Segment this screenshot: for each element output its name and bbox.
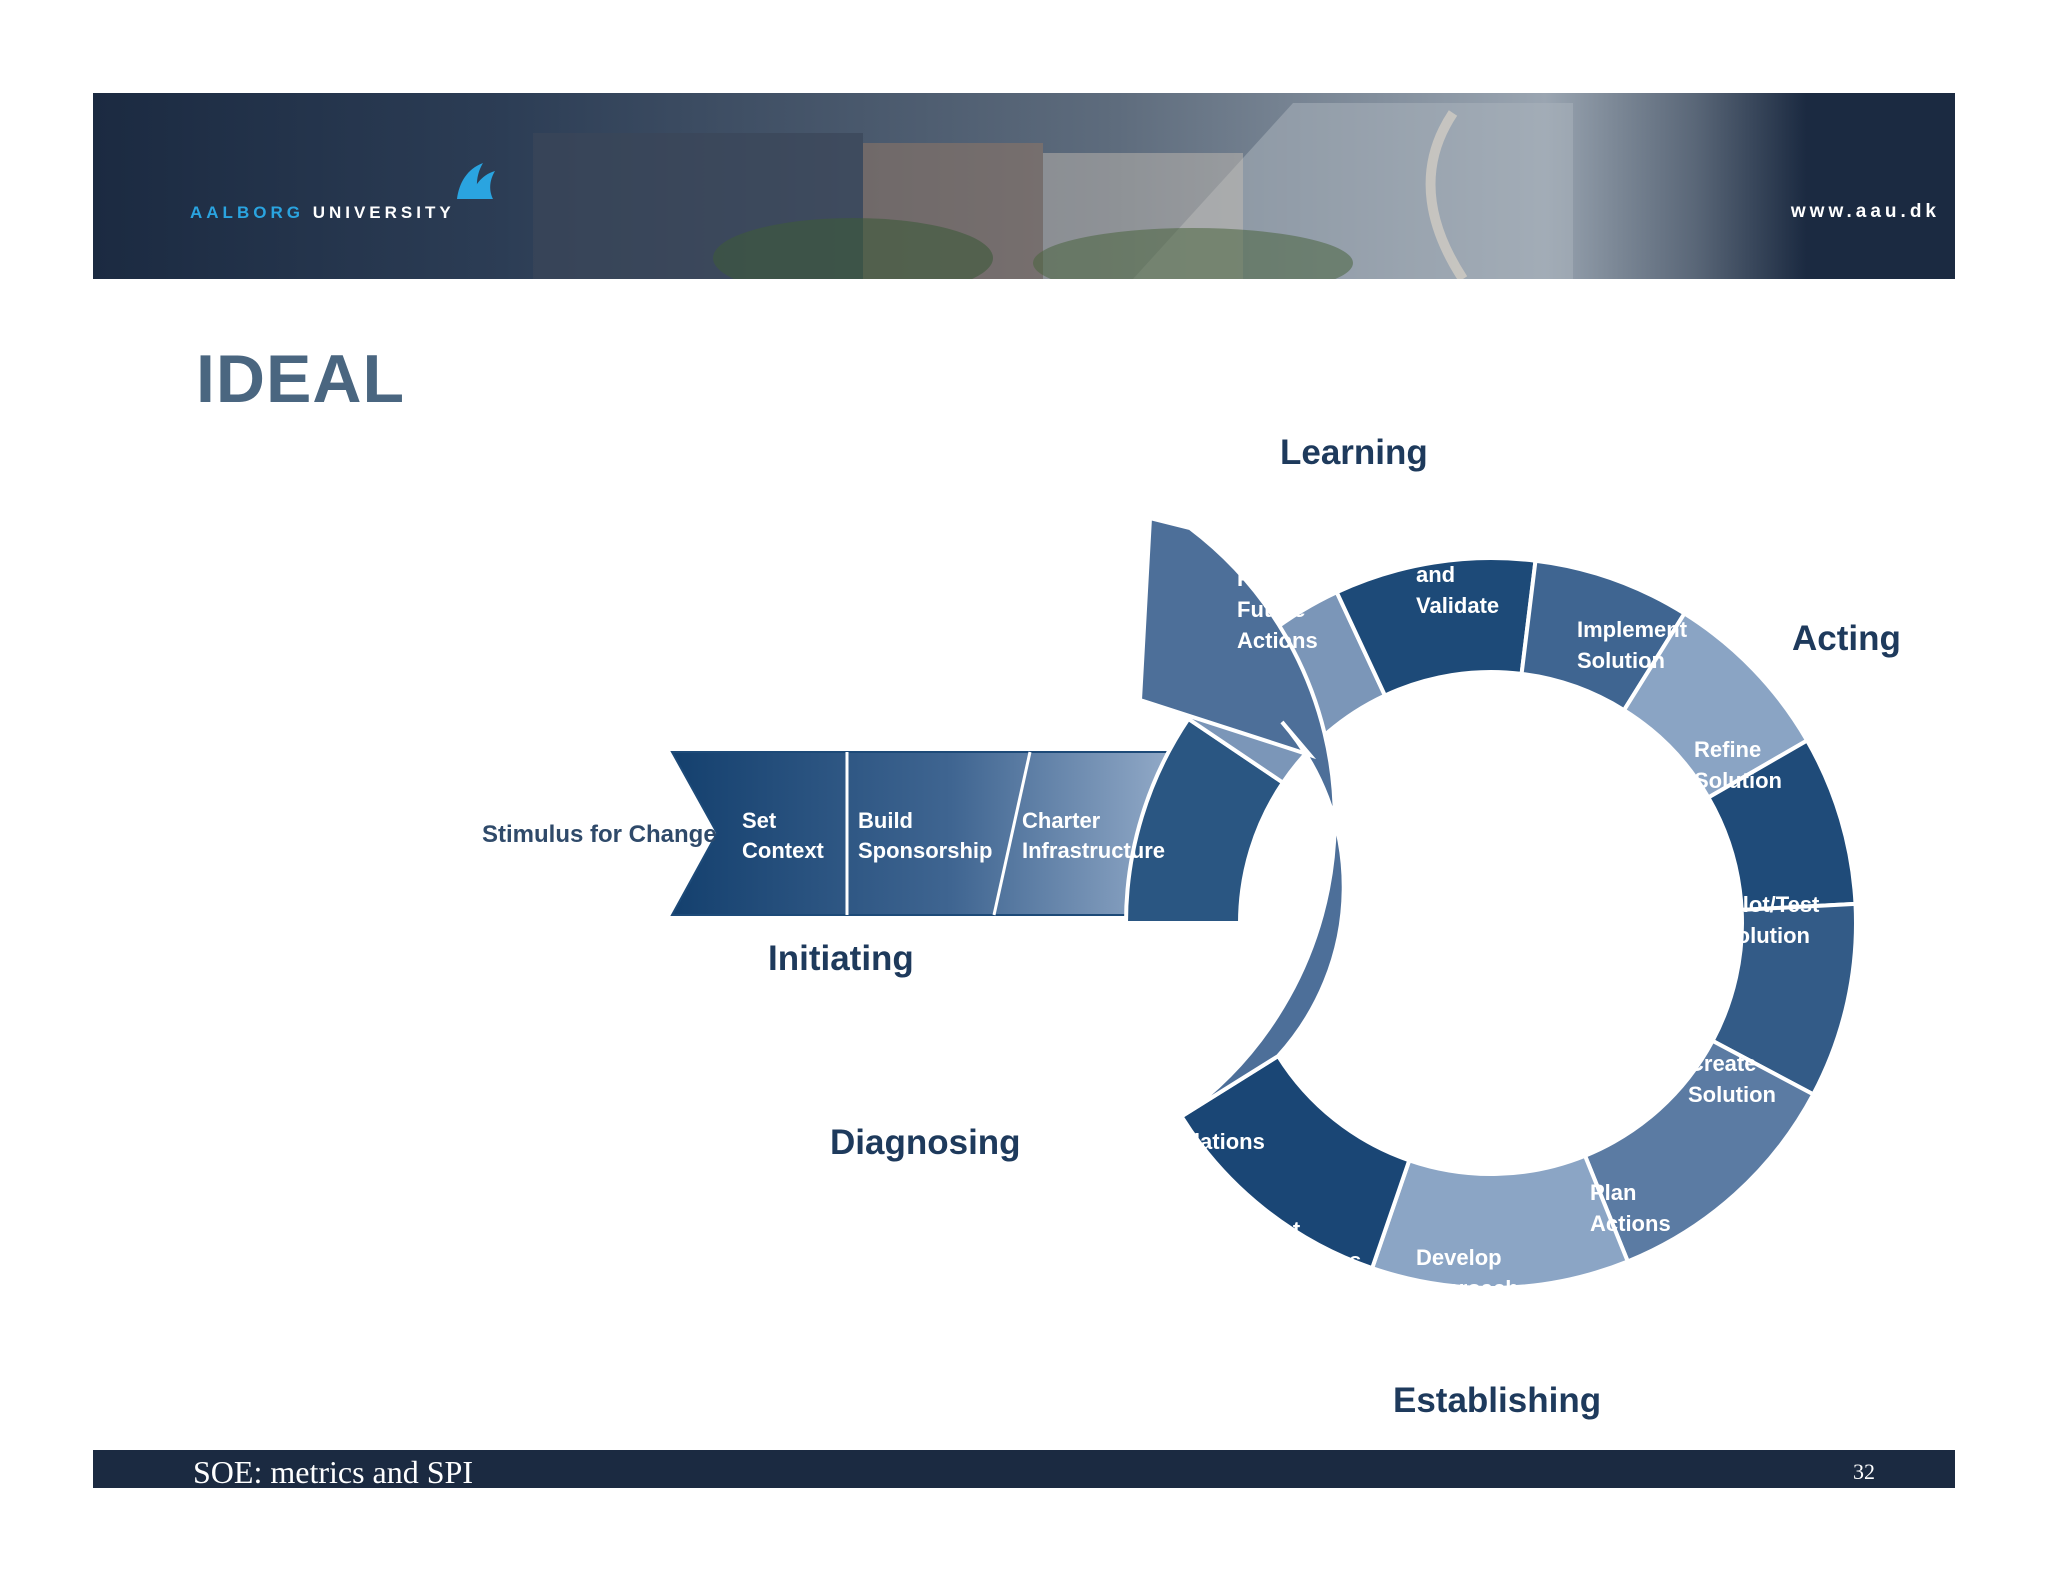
slide-title: IDEAL xyxy=(196,341,405,417)
university-logo-icon xyxy=(457,163,495,199)
logo-university: UNIVERSITY xyxy=(312,203,455,222)
phase-initiating: Initiating xyxy=(768,939,914,978)
stimulus-label: Stimulus for Change xyxy=(482,821,717,848)
phase-learning: Learning xyxy=(1280,433,1428,472)
phase-establishing: Establishing xyxy=(1393,1381,1601,1420)
header-url[interactable]: www.aau.dk xyxy=(1790,201,1940,222)
step-charter-infrastructure: Charter Infrastructure xyxy=(1022,808,1165,863)
logo-aalborg: AALBORG xyxy=(190,203,304,222)
page-number: 32 xyxy=(1853,1459,1875,1484)
university-logo-text: AALBORG UNIVERSITY xyxy=(190,203,455,223)
footer-bar: SOE: metrics and SPI 32 xyxy=(93,1450,1955,1490)
step-build-sponsorship: Build Sponsorship xyxy=(858,808,992,863)
phase-diagnosing: Diagnosing xyxy=(830,1123,1021,1162)
footer-course-title: SOE: metrics and SPI xyxy=(193,1454,473,1490)
step-set-context: Set Context xyxy=(742,808,825,863)
phase-acting: Acting xyxy=(1792,619,1901,658)
campus-photo xyxy=(93,93,1955,279)
initiating-arrow xyxy=(670,751,1232,916)
segment-propose-future-actions xyxy=(1137,515,1346,1119)
header-banner: AALBORG UNIVERSITY www.aau.dk xyxy=(93,93,1955,279)
